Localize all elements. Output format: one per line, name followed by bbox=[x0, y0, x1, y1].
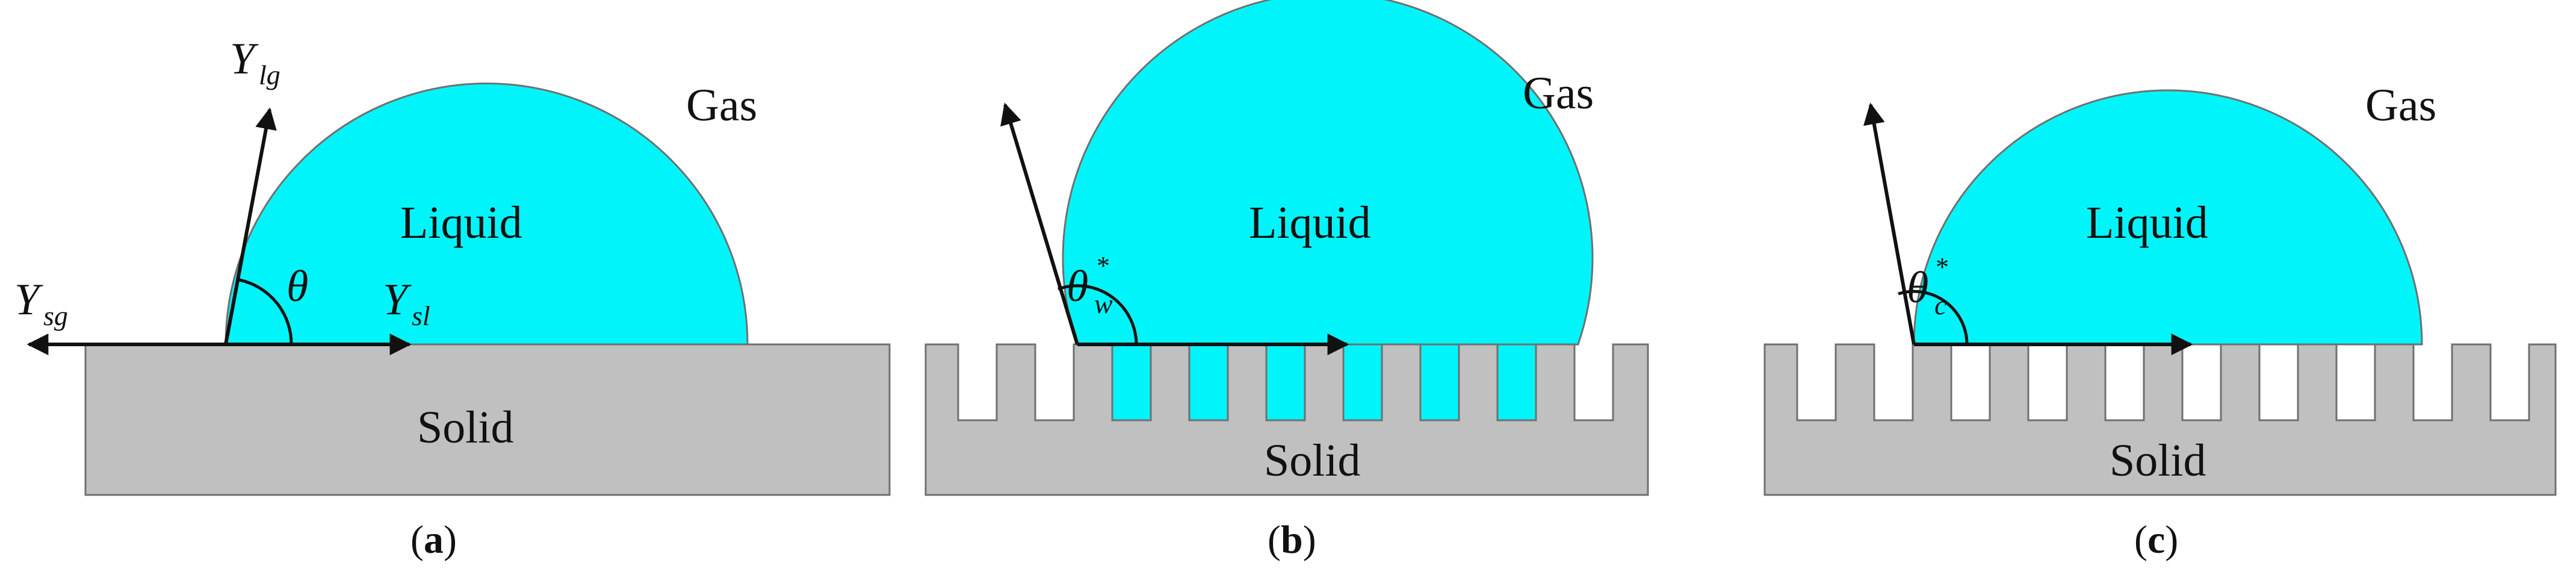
groove-liquid-b3 bbox=[1265, 343, 1306, 421]
svg-text:w: w bbox=[1094, 288, 1113, 319]
svg-text:c: c bbox=[1934, 290, 1946, 320]
tangent-arrow-c bbox=[1863, 102, 1916, 345]
groove-liquid-b2 bbox=[1188, 343, 1229, 421]
gamma-lg-arrow bbox=[224, 107, 277, 345]
contact-angle-arc-a bbox=[239, 278, 293, 345]
svg-text:*: * bbox=[1936, 252, 1949, 282]
groove-liquid-b6 bbox=[1496, 343, 1537, 421]
tangent-arrow-b bbox=[1000, 102, 1079, 345]
contact-angle-label-a: θ bbox=[286, 262, 308, 311]
caption-a: (a) bbox=[410, 518, 457, 562]
solid-label-b: Solid bbox=[1264, 435, 1361, 486]
svg-text:θ: θ bbox=[1067, 262, 1088, 311]
svg-text:sl: sl bbox=[412, 300, 430, 331]
caption-c: (c) bbox=[2134, 518, 2178, 562]
liquid-label-a: Liquid bbox=[400, 197, 522, 248]
gas-label-a: Gas bbox=[686, 80, 757, 131]
panel-b: Gas Liquid Solid θ w * (b) bbox=[924, 0, 1649, 562]
solid-block-a bbox=[84, 343, 891, 496]
liquid-droplet-c bbox=[1913, 89, 2423, 346]
liquid-droplet-b bbox=[1062, 0, 1594, 346]
contact-angle-label-b: θ w * bbox=[1067, 251, 1113, 319]
gamma-sg-label: Υ sg bbox=[14, 275, 68, 331]
svg-text:lg: lg bbox=[259, 60, 280, 90]
svg-text:*: * bbox=[1097, 251, 1110, 281]
svg-text:θ: θ bbox=[1907, 263, 1928, 312]
contact-angle-label-c: θ c * bbox=[1907, 252, 1949, 320]
liquid-label-b: Liquid bbox=[1249, 197, 1371, 248]
gas-label-b: Gas bbox=[1523, 68, 1594, 119]
contact-angle-arc-b bbox=[1057, 284, 1138, 345]
groove-liquid-b4 bbox=[1342, 343, 1383, 421]
solid-pillars-c bbox=[1763, 343, 2557, 496]
liquid-droplet-a bbox=[224, 82, 749, 346]
groove-liquid-b5 bbox=[1419, 343, 1460, 421]
caption-b: (b) bbox=[1268, 518, 1316, 562]
liquid-label-c: Liquid bbox=[2086, 197, 2208, 248]
groove-liquid-b1 bbox=[1111, 343, 1152, 421]
gamma-sl-label: Υ sl bbox=[383, 275, 430, 331]
panel-c: Gas Liquid Solid θ c * (c) bbox=[1763, 80, 2557, 562]
svg-text:sg: sg bbox=[43, 300, 68, 331]
svg-text:Υ: Υ bbox=[14, 275, 43, 325]
solid-label-c: Solid bbox=[2110, 435, 2206, 486]
contact-angle-arc-c bbox=[1898, 290, 1969, 345]
svg-text:Υ: Υ bbox=[383, 275, 412, 325]
svg-text:Υ: Υ bbox=[230, 34, 259, 84]
panel-a: Gas Liquid Solid θ Υ lg Υ sg Υ sl (a) bbox=[14, 34, 891, 562]
solid-label-a: Solid bbox=[417, 402, 514, 453]
gamma-lg-label: Υ lg bbox=[230, 34, 280, 90]
gas-label-c: Gas bbox=[2365, 80, 2436, 131]
